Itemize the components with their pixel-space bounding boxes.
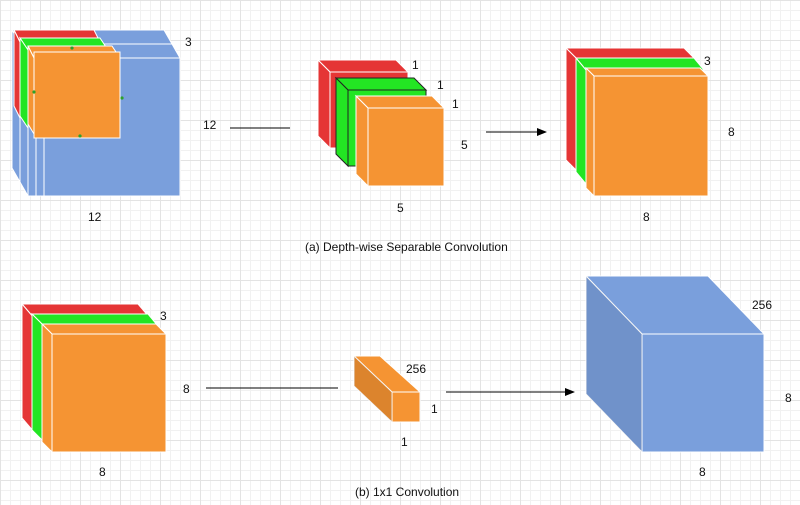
kernel-orange-depth-label: 1 [452, 97, 459, 111]
kernel-1x1-front [391, 391, 421, 423]
kernel-height-label-a: 5 [461, 138, 468, 152]
output-height-label-a: 8 [728, 125, 735, 139]
output-width-label-a: 8 [643, 210, 650, 224]
output-orange-top [584, 67, 710, 77]
kernel-orange-top [354, 95, 446, 109]
input-depth-label-a: 3 [185, 35, 192, 49]
input-depth-label-b: 3 [160, 309, 167, 323]
kernel-depth-label-b: 256 [406, 362, 427, 376]
kernel-orange-overlay-front [33, 51, 121, 139]
input-height-label-a: 12 [203, 118, 217, 132]
input-width-label-b: 8 [99, 465, 106, 479]
kernel-red-depth-label: 1 [412, 58, 419, 72]
kernel-orange-side [355, 94, 369, 188]
output-orange-front [593, 75, 709, 197]
kernel-green-top [334, 77, 428, 91]
output-height-label-b: 8 [785, 391, 792, 405]
input-volume-a [11, 28, 181, 198]
b-orange-side [41, 322, 53, 454]
output-depth-label-b: 256 [752, 298, 773, 312]
kernel-orange-front [367, 107, 445, 187]
kernel-red-side [317, 58, 331, 150]
caption-a: (a) Depth-wise Separable Convolution [305, 240, 508, 254]
kernel-green-overlay-side [19, 36, 29, 130]
output-depth-label-a: 3 [704, 54, 711, 68]
b-orange-front [51, 333, 167, 453]
output-volume-a [564, 46, 710, 198]
output-volume-b [584, 274, 766, 454]
kernel-green-depth-label: 1 [437, 78, 444, 92]
kernel-1x1-b [352, 354, 422, 424]
kernel-height-label-b: 1 [431, 402, 438, 416]
output-b-front [641, 333, 765, 453]
caption-b: (b) 1x1 Convolution [355, 485, 460, 499]
kernel-green-side [335, 76, 349, 168]
output-width-label-b: 8 [699, 465, 706, 479]
kernel-stack-a [316, 58, 446, 188]
kernel-width-label-a: 5 [397, 201, 404, 215]
output-orange-side [585, 66, 595, 198]
input-height-label-b: 8 [183, 382, 190, 396]
output-green-side [575, 56, 587, 186]
b-orange-top [40, 323, 168, 335]
kernel-red-overlay-side [13, 29, 21, 119]
kernel-red-top [316, 59, 410, 73]
input-volume-b [20, 302, 168, 454]
kernel-width-label-b: 1 [401, 435, 408, 449]
input-width-label-a: 12 [88, 210, 102, 224]
kernel-orange-overlay-side [27, 45, 35, 136]
